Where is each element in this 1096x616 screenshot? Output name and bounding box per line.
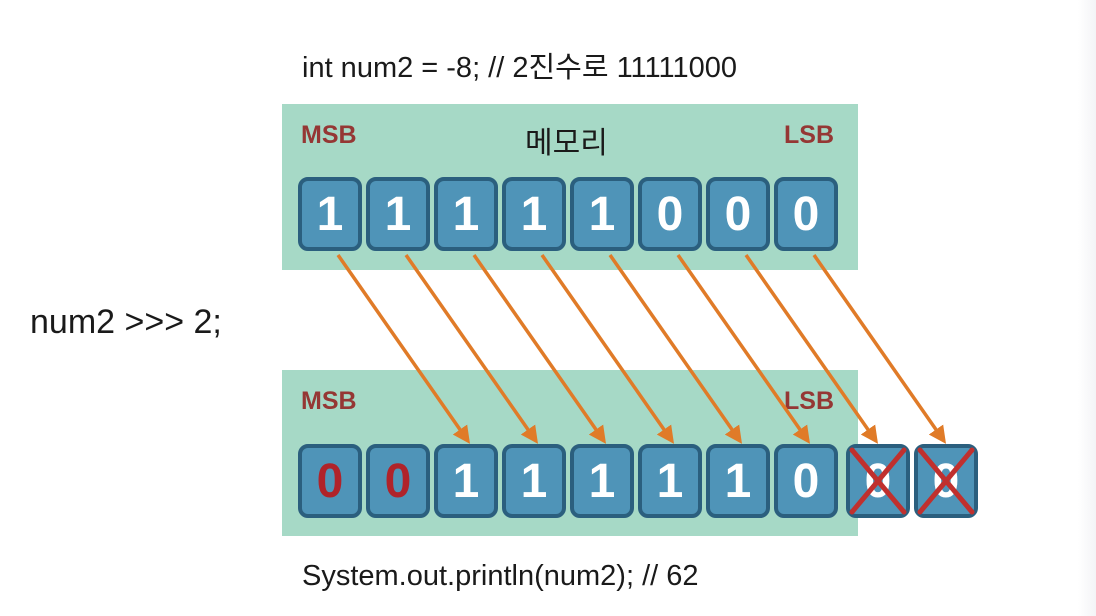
bit-cell-filled-zero: 0 <box>298 444 362 518</box>
declaration-code: int num2 = -8; // 2진수로 11111000 <box>302 52 737 84</box>
bit-cell-before: 1 <box>298 177 362 251</box>
bit-cell-after: 1 <box>502 444 566 518</box>
msb-label: MSB <box>301 121 357 149</box>
bit-cell-after: 1 <box>638 444 702 518</box>
shift-arrow <box>676 253 811 444</box>
shift-arrow <box>540 253 675 444</box>
shift-arrow <box>608 253 743 444</box>
lsb-label: LSB <box>784 387 834 415</box>
shift-arrow <box>812 253 947 444</box>
bit-cell-before: 1 <box>502 177 566 251</box>
bit-cell-before: 1 <box>570 177 634 251</box>
shift-arrow <box>404 253 539 444</box>
print-statement: System.out.println(num2); // 62 <box>302 560 699 592</box>
discard-cross-mark <box>849 447 907 515</box>
bit-cell-filled-zero: 0 <box>366 444 430 518</box>
bit-cell-after: 1 <box>434 444 498 518</box>
bit-cell-before: 0 <box>706 177 770 251</box>
shift-arrow <box>472 253 607 444</box>
shift-arrow <box>744 253 879 444</box>
lsb-label: LSB <box>784 121 834 149</box>
bit-cell-after: 0 <box>774 444 838 518</box>
discard-cross-mark <box>917 447 975 515</box>
shift-operation: num2 >>> 2; <box>30 303 222 341</box>
bit-cell-before: 0 <box>638 177 702 251</box>
shift-arrow <box>336 253 471 444</box>
msb-label: MSB <box>301 387 357 415</box>
bit-cell-before: 1 <box>434 177 498 251</box>
bit-cell-before: 1 <box>366 177 430 251</box>
bit-cell-before: 0 <box>774 177 838 251</box>
bit-cell-after: 1 <box>570 444 634 518</box>
bit-cell-after: 1 <box>706 444 770 518</box>
right-edge-shade <box>1078 0 1096 616</box>
memory-label: 메모리 <box>525 127 608 160</box>
